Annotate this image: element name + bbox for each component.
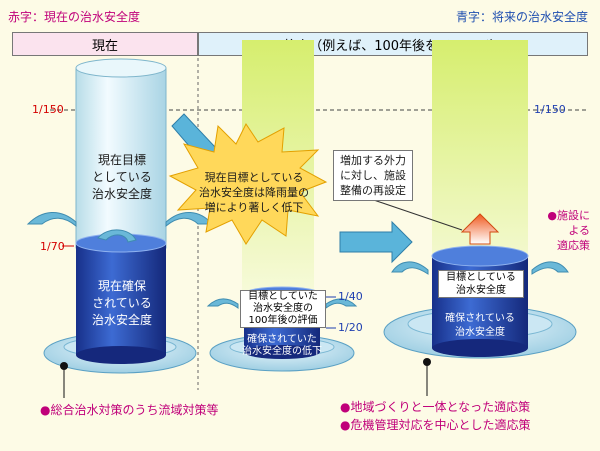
legend-current: 赤字：現在の治水安全度	[8, 10, 141, 24]
burst-text: 現在目標としている治水安全度は降雨量の増により著しく低下	[199, 171, 309, 214]
level-1-70: 1/70	[40, 240, 65, 253]
legend-future: 青字：将来の治水安全度	[455, 10, 588, 24]
level-1-20: 1/20	[338, 321, 363, 334]
future-cylinder-adapted	[383, 40, 577, 359]
level-1-150-left: 1/150	[32, 103, 64, 116]
footer-right-2: ●危機管理対応を中心とした適応策	[340, 418, 531, 432]
level-1-40: 1/40	[338, 290, 363, 303]
footer-left: ●総合治水対策のうち流域対策等	[40, 403, 219, 417]
present-cylinder	[26, 58, 214, 374]
reset-arrow	[339, 220, 413, 264]
future-target-label: 目標としている治水安全度	[438, 270, 524, 298]
callout-box: 増加する外力に対し、施設整備の再設定	[333, 150, 413, 201]
callout-pointer	[361, 195, 463, 231]
footer-right-1: ●地域づくりと一体となった適応策	[340, 400, 531, 414]
present-target-text: 現在目標としている治水安全度	[91, 153, 152, 201]
present-secured-text: 現在確保されている治水安全度	[91, 279, 152, 327]
level-1-150-right: 1/150	[534, 103, 566, 116]
future-secured-label: 確保されている治水安全度	[445, 313, 515, 338]
future-secured-drop-label: 確保されていた治水安全度の低下	[242, 334, 322, 357]
burst-shape	[168, 123, 328, 245]
header-present: 現在	[12, 32, 198, 56]
facility-adaptation: ●施設による適応策	[547, 209, 590, 252]
